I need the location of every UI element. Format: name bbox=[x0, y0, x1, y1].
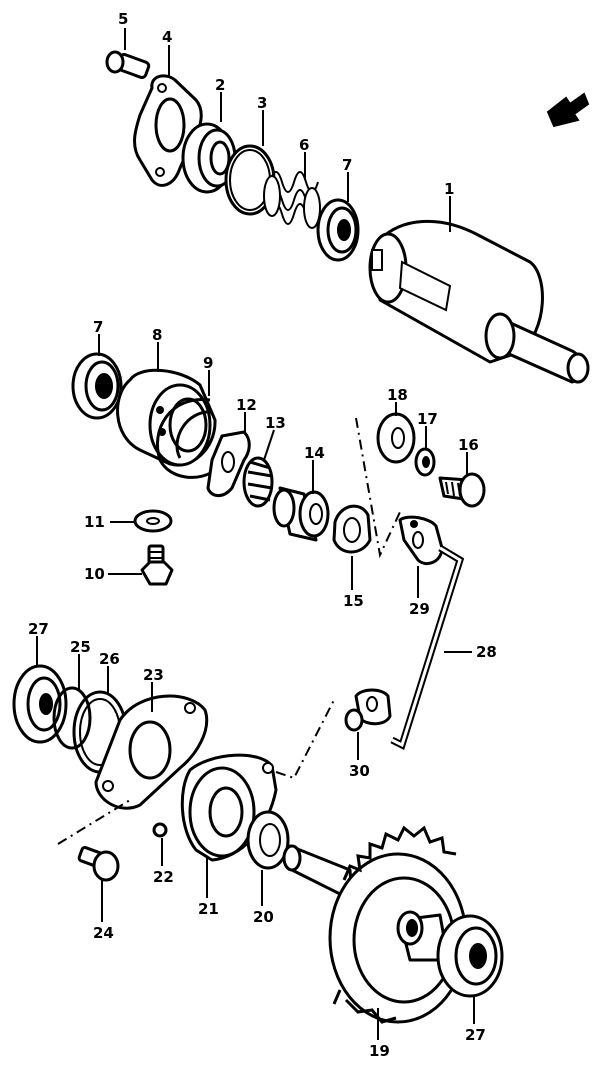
part-29-arm bbox=[398, 515, 444, 565]
part-19-gear-shaft bbox=[282, 825, 468, 1024]
callout-20: 20 bbox=[253, 908, 274, 926]
leader-lines bbox=[36, 28, 475, 1040]
callout-29: 29 bbox=[409, 600, 430, 618]
callout-30: 30 bbox=[349, 762, 370, 780]
callout-7: 7 bbox=[93, 318, 103, 336]
callout-25: 25 bbox=[70, 638, 91, 656]
callout-2: 2 bbox=[215, 76, 225, 94]
callout-27: 27 bbox=[465, 1026, 486, 1044]
callout-24: 24 bbox=[93, 924, 114, 942]
assembly-guide-line-2 bbox=[57, 799, 131, 845]
callout-18: 18 bbox=[387, 386, 408, 404]
part-27-bearing-right bbox=[436, 914, 504, 998]
callout-9: 9 bbox=[203, 354, 213, 372]
part-14-collar bbox=[272, 486, 330, 542]
callout-11: 11 bbox=[84, 513, 105, 531]
callout-15: 15 bbox=[343, 592, 364, 610]
callout-13: 13 bbox=[265, 414, 286, 432]
part-12-lock-plate bbox=[206, 430, 251, 497]
part-7-bearing-upper bbox=[316, 198, 360, 262]
callout-8: 8 bbox=[152, 326, 162, 344]
part-27-bearing-left bbox=[12, 664, 68, 744]
callout-6: 6 bbox=[299, 136, 309, 154]
front-arrow-icon bbox=[546, 92, 590, 128]
part-1-shaft-housing bbox=[368, 219, 590, 384]
callout-10: 10 bbox=[84, 565, 105, 583]
callout-27: 27 bbox=[28, 620, 49, 638]
part-16-bolt bbox=[438, 472, 486, 508]
callout-26: 26 bbox=[99, 650, 120, 668]
callout-4: 4 bbox=[162, 28, 172, 46]
part-23-gasket bbox=[94, 694, 209, 810]
part-28-rod bbox=[390, 544, 465, 750]
part-17-washer-small bbox=[414, 447, 436, 477]
callout-17: 17 bbox=[417, 410, 438, 428]
part-30-clip bbox=[344, 688, 392, 732]
callout-3: 3 bbox=[257, 94, 267, 112]
part-5-bolt bbox=[105, 50, 151, 80]
callout-16: 16 bbox=[458, 436, 479, 454]
assembly-guide-line-3 bbox=[275, 699, 335, 780]
part-7-bearing-lower bbox=[71, 352, 123, 420]
callout-1: 1 bbox=[444, 180, 454, 198]
part-21-cover bbox=[180, 753, 278, 862]
callout-21: 21 bbox=[198, 900, 219, 918]
part-6-spring bbox=[263, 171, 321, 229]
callout-12: 12 bbox=[236, 396, 257, 414]
part-15-clip bbox=[332, 504, 372, 554]
part-11-washer bbox=[133, 509, 173, 533]
callout-28: 28 bbox=[476, 643, 497, 661]
assembly-guide-line-1 bbox=[355, 417, 401, 559]
callout-23: 23 bbox=[143, 666, 164, 684]
part-25-ring bbox=[52, 686, 92, 750]
part-13-spring bbox=[242, 456, 274, 508]
part-22-pin bbox=[152, 822, 168, 838]
part-2-bearing bbox=[181, 122, 237, 194]
part-10-bolt bbox=[140, 544, 174, 586]
callout-7: 7 bbox=[342, 156, 352, 174]
callout-14: 14 bbox=[304, 444, 325, 462]
callout-5: 5 bbox=[118, 10, 128, 28]
part-9-snap-ring bbox=[155, 398, 216, 479]
callout-labels: 5 4 2 3 6 7 1 7 8 9 12 13 14 18 17 16 11… bbox=[28, 10, 497, 1060]
part-20-washer bbox=[246, 810, 290, 870]
part-18-washer bbox=[376, 412, 416, 464]
callout-19: 19 bbox=[369, 1042, 390, 1060]
part-24-bolt bbox=[77, 846, 120, 882]
callout-22: 22 bbox=[153, 868, 174, 886]
